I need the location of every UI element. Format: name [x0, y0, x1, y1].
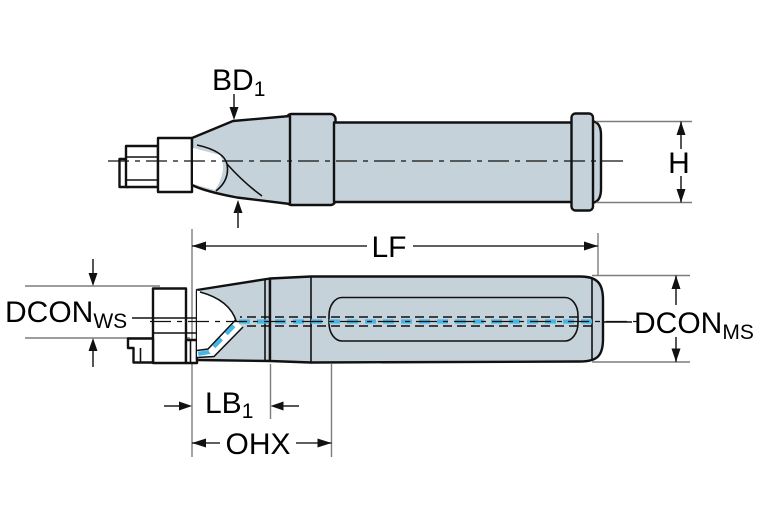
ohx-label: OHX: [225, 428, 290, 461]
ohx-arrow-left: [192, 438, 206, 448]
bd1-label: BD1: [212, 64, 265, 101]
lb1-label: LB1: [205, 387, 253, 423]
bd1-arrow-down: [229, 107, 239, 120]
end-flange-ring: [570, 112, 595, 212]
lf-label: LF: [371, 231, 406, 264]
h-arrow-up: [676, 121, 686, 135]
lf-arrow-left: [192, 241, 206, 251]
top-view: BD1 H: [108, 64, 692, 228]
coupling-flange: [151, 287, 188, 365]
coolant-flow-line: [196, 319, 592, 357]
clamp-slot: [328, 296, 579, 342]
dconms-arrow-down: [671, 348, 681, 362]
lf-arrow-right: [584, 241, 598, 251]
stub-step-mid: [124, 144, 160, 189]
shank-section: [332, 121, 578, 204]
dconws-label: DCONWS: [5, 296, 127, 333]
h-arrow-down: [676, 189, 686, 203]
dconws-arrow-up: [88, 338, 98, 351]
stub-step-big: [156, 136, 194, 194]
dconws-arrow-down: [88, 273, 98, 286]
pocket-scoop: [197, 290, 243, 358]
coupling-teeth: [184, 338, 199, 365]
insert-pocket-arc: [226, 163, 263, 197]
coolant-wall: [196, 318, 237, 352]
dconms-label: DCONMS: [634, 307, 754, 344]
bottom-view: LF DCONWS DCONMS LB1 OHX: [5, 229, 754, 461]
collar-section: [285, 112, 337, 207]
insert-pocket-arc: [199, 291, 238, 323]
coolant-wall: [196, 326, 244, 359]
lb1-arrow-left: [270, 401, 284, 411]
ohx-arrow-right: [317, 438, 332, 448]
bd1-arrow-up: [233, 200, 243, 213]
pocket-highlight: [193, 148, 224, 190]
h-label: H: [668, 147, 690, 180]
dconms-arrow-up: [671, 275, 681, 289]
lb1-arrow-right: [179, 401, 192, 411]
